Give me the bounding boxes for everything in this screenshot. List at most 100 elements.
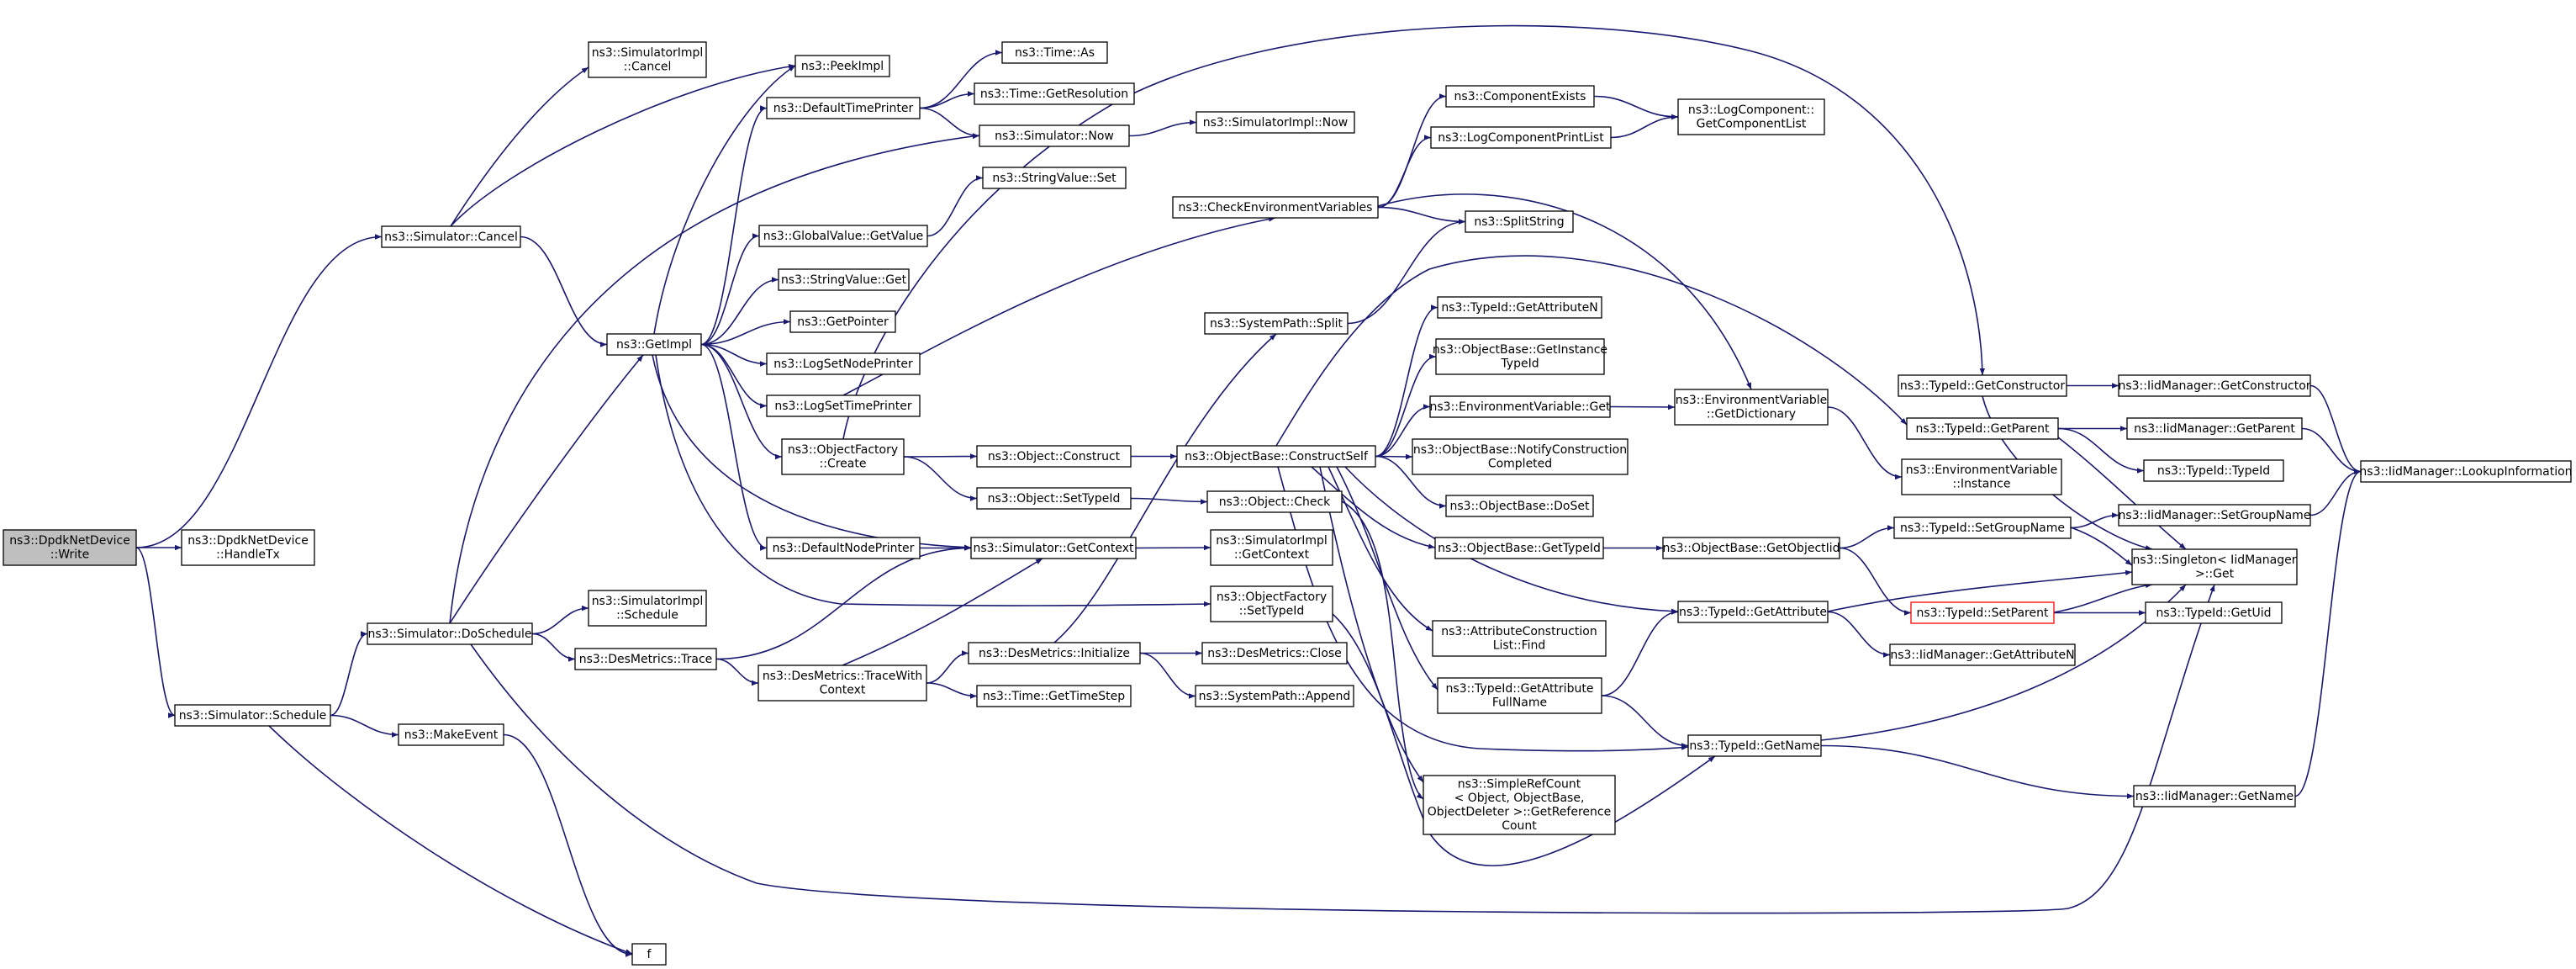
call-edge-defaulttimeprinter-simnow xyxy=(919,107,980,139)
node-write[interactable]: ns3::DpdkNetDevice::Write xyxy=(3,529,137,566)
node-simimplgetcontext[interactable]: ns3::SimulatorImpl::GetContext xyxy=(1210,529,1333,566)
node-objfactorysettypeid[interactable]: ns3::ObjectFactory::SetTypeId xyxy=(1210,585,1333,622)
node-compexists[interactable]: ns3::ComponentExists xyxy=(1445,85,1595,108)
node-label: ns3::LogComponent:: xyxy=(1688,103,1814,117)
node-logcompgetlist[interactable]: ns3::LogComponent::GetComponentList xyxy=(1677,98,1825,135)
node-envvarget[interactable]: ns3::EnvironmentVariable::Get xyxy=(1429,395,1611,418)
call-edge-getimpl-peekimpl xyxy=(653,65,796,335)
node-objbasedoset[interactable]: ns3::ObjectBase::DoSet xyxy=(1445,495,1594,517)
call-edge-typeidgetname-iidgetname xyxy=(1820,744,2135,799)
node-f[interactable]: f xyxy=(631,943,667,966)
node-typeidgetuid[interactable]: ns3::TypeId::GetUid xyxy=(2145,601,2283,624)
call-edge-getimpl-stringvalueget xyxy=(700,277,779,346)
node-logsetnodeprinter[interactable]: ns3::LogSetNodePrinter xyxy=(766,352,921,375)
node-label: ::Create xyxy=(820,458,867,471)
node-simplerefcount[interactable]: ns3::SimpleRefCount< Object, ObjectBase,… xyxy=(1423,775,1616,835)
node-label: ::GetDictionary xyxy=(1707,408,1796,421)
node-logcompprintlist[interactable]: ns3::LogComponentPrintList xyxy=(1430,126,1612,149)
node-destrace[interactable]: ns3::DesMetrics::Trace xyxy=(574,648,717,670)
node-typeidsetgroupname[interactable]: ns3::TypeId::SetGroupName xyxy=(1893,516,2072,539)
node-iidgetattrn[interactable]: ns3::IidManager::GetAttributeN xyxy=(1889,643,2076,666)
node-logsettimeprinter[interactable]: ns3::LogSetTimePrinter xyxy=(766,394,921,417)
node-typeidgetname[interactable]: ns3::TypeId::GetName xyxy=(1687,734,1822,757)
node-iidgetparent[interactable]: ns3::IidManager::GetParent xyxy=(2126,417,2303,440)
node-splitstring[interactable]: ns3::SplitString xyxy=(1465,210,1574,233)
node-label: ns3::SystemPath::Split xyxy=(1210,317,1343,331)
node-singletonget[interactable]: ns3::Singleton< IidManager >::Get xyxy=(2131,548,2298,585)
node-box-logsetnodeprinter xyxy=(766,352,921,375)
node-objfactorycreate[interactable]: ns3::ObjectFactory::Create xyxy=(781,438,905,475)
node-simcancel[interactable]: ns3::Simulator::Cancel xyxy=(381,225,521,248)
node-typeidgetattrn[interactable]: ns3::TypeId::GetAttributeN xyxy=(1437,296,1602,319)
node-timeas[interactable]: ns3::Time::As xyxy=(1001,41,1108,64)
node-defaultnodeprinter[interactable]: ns3::DefaultNodePrinter xyxy=(766,537,921,559)
node-checkenv[interactable]: ns3::CheckEnvironmentVariables xyxy=(1172,196,1379,219)
node-simgetcontext[interactable]: ns3::Simulator::GetContext xyxy=(970,537,1137,559)
node-label: ns3::SimulatorImpl xyxy=(592,46,704,60)
node-iidgetname[interactable]: ns3::IidManager::GetName xyxy=(2133,785,2296,808)
node-label: ns3::IidManager::GetName xyxy=(2135,790,2294,803)
node-getimpl[interactable]: ns3::GetImpl xyxy=(606,333,702,356)
node-stringvalueset[interactable]: ns3::StringValue::Set xyxy=(982,167,1127,189)
node-box-singletonget xyxy=(2131,548,2298,585)
node-globalvalue[interactable]: ns3::GlobalValue::GetValue xyxy=(758,225,928,247)
node-label: ns3::ObjectBase::ConstructSelf xyxy=(1185,450,1369,463)
node-simimplcancel[interactable]: ns3::SimulatorImpl::Cancel xyxy=(588,41,707,78)
call-edge-simcancel-getimpl xyxy=(520,236,608,347)
node-objsettypeid[interactable]: ns3::Object::SetTypeId xyxy=(976,487,1132,510)
node-typeidtypeid[interactable]: ns3::TypeId::TypeId xyxy=(2143,459,2284,482)
node-timegettimestep[interactable]: ns3::Time::GetTimeStep xyxy=(976,685,1132,707)
node-label: ::Schedule xyxy=(616,609,678,622)
node-iidlookup[interactable]: ns3::IidManager::LookupInformation xyxy=(2359,460,2573,483)
node-desinit[interactable]: ns3::DesMetrics::Initialize xyxy=(968,642,1141,665)
node-label: TypeId xyxy=(1500,357,1539,371)
node-desclose[interactable]: ns3::DesMetrics::Close xyxy=(1201,642,1348,665)
edge-layer xyxy=(135,24,2362,957)
call-edge-destrace-tracewithcontext xyxy=(715,658,759,686)
node-typeidgetattribute[interactable]: ns3::TypeId::GetAttribute xyxy=(1677,601,1829,623)
node-getpointer[interactable]: ns3::GetPointer xyxy=(789,310,896,333)
node-simimplschedule[interactable]: ns3::SimulatorImpl::Schedule xyxy=(588,590,707,627)
call-edge-logcompprintlist-logcompgetlist xyxy=(1610,114,1679,139)
node-peekimpl[interactable]: ns3::PeekImpl xyxy=(794,55,890,77)
node-notifyconstruction[interactable]: ns3::ObjectBase::NotifyConstructionCompl… xyxy=(1412,438,1628,475)
node-iidsetgroupname[interactable]: ns3::IidManager::SetGroupName xyxy=(2118,504,2311,527)
node-box-iidlookup xyxy=(2360,460,2572,483)
node-iidgetconstructor[interactable]: ns3::IidManager::GetConstructor xyxy=(2118,374,2311,397)
node-box-typeidgetattrn xyxy=(1437,296,1602,319)
node-objbasegettypeid[interactable]: ns3::ObjectBase::GetTypeId xyxy=(1434,537,1604,559)
node-syspathappend[interactable]: ns3::SystemPath::Append xyxy=(1195,685,1354,707)
node-box-makeevent xyxy=(398,723,504,746)
node-doschedule[interactable]: ns3::Simulator::DoSchedule xyxy=(367,622,533,645)
node-constructself[interactable]: ns3::ObjectBase::ConstructSelf xyxy=(1176,445,1376,468)
call-edge-constructself-envvarget xyxy=(1375,404,1431,458)
call-edge-constructself-objbasedoset xyxy=(1375,455,1447,509)
node-simimplnow[interactable]: ns3::SimulatorImpl::Now xyxy=(1196,111,1355,134)
node-objconstruct[interactable]: ns3::Object::Construct xyxy=(976,445,1132,468)
node-simschedule[interactable]: ns3::Simulator::Schedule xyxy=(174,704,331,727)
node-typeidgetparent[interactable]: ns3::TypeId::GetParent xyxy=(1906,417,2059,440)
node-objbasegetobjectiid[interactable]: ns3::ObjectBase::GetObjectIid xyxy=(1662,537,1840,559)
node-envvarinstance[interactable]: ns3::EnvironmentVariable::Instance xyxy=(1901,458,2062,495)
node-timegetres[interactable]: ns3::Time::GetResolution xyxy=(974,82,1135,105)
node-envvargetdict[interactable]: ns3::EnvironmentVariable::GetDictionary xyxy=(1674,389,1829,426)
node-label: ns3::DesMetrics::Close xyxy=(1207,647,1342,660)
node-defaulttimeprinter[interactable]: ns3::DefaultTimePrinter xyxy=(766,97,921,119)
node-box-destrace xyxy=(574,648,717,670)
node-handletx[interactable]: ns3::DpdkNetDevice::HandleTx xyxy=(181,529,315,566)
node-box-getimpl xyxy=(606,333,702,356)
node-objcheck[interactable]: ns3::Object::Check xyxy=(1206,490,1343,513)
node-simnow[interactable]: ns3::Simulator::Now xyxy=(979,124,1130,147)
node-stringvalueget[interactable]: ns3::StringValue::Get xyxy=(778,268,910,291)
node-label: ::Instance xyxy=(1953,478,2011,491)
node-makeevent[interactable]: ns3::MakeEvent xyxy=(398,723,504,746)
call-edge-getimpl-defaulttimeprinter xyxy=(700,105,768,346)
call-edge-simcancel-simimplcancel xyxy=(450,66,589,227)
node-syspathsplit[interactable]: ns3::SystemPath::Split xyxy=(1204,312,1349,335)
node-typeidsetparent[interactable]: ns3::TypeId::SetParent xyxy=(1910,601,2055,624)
node-typeidgetconstructor[interactable]: ns3::TypeId::GetConstructor xyxy=(1898,374,2067,397)
